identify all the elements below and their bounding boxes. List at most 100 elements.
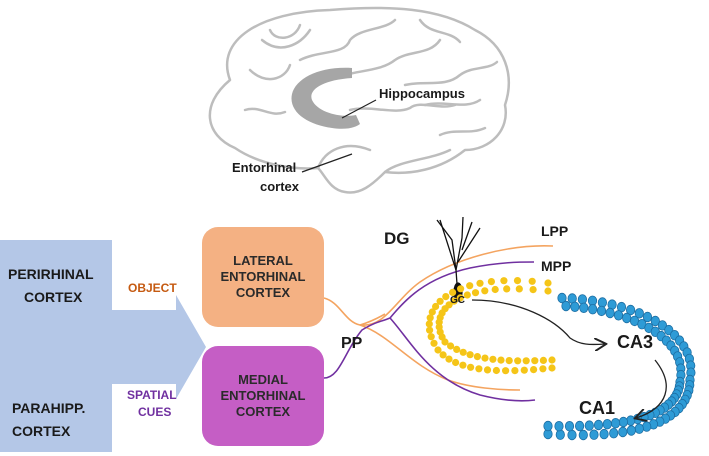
pyramidal-cell-dot <box>554 421 564 432</box>
pyramidal-cell-dot <box>618 426 628 438</box>
pyramidal-cell-dot <box>599 428 609 440</box>
granule-cell-dot <box>544 287 552 295</box>
pyramidal-cell-dot <box>610 418 621 429</box>
granule-cell-dot <box>459 361 467 369</box>
granule-cell-dot <box>426 314 434 322</box>
pyramidal-cell-dot <box>577 294 588 305</box>
lateral-box-line2: ENTORHINAL <box>220 268 306 284</box>
pyramidal-cell-dot <box>650 315 660 327</box>
brain-outline <box>208 6 510 194</box>
perirhinal-label-line2: CORTEX <box>24 289 83 305</box>
pyramidal-cell-dot <box>618 416 629 428</box>
spatial-label-line2: CUES <box>138 405 172 419</box>
hippocampus-shape <box>291 67 360 129</box>
hippocampus-label: Hippocampus <box>379 86 465 101</box>
pyramidal-cell-dot <box>602 419 612 430</box>
pyramidal-cell-dot <box>555 429 565 440</box>
granule-cell-dot <box>489 355 497 363</box>
granule-cell-dot <box>453 345 461 353</box>
granule-cell-dot <box>432 302 440 311</box>
granule-cell-dot <box>441 338 449 346</box>
lateral-entorhinal-box: LATERAL ENTORHINAL CORTEX <box>202 227 324 327</box>
medial-box-line3: CORTEX <box>235 404 291 420</box>
pyramidal-cell-dot <box>579 302 589 314</box>
pyramidal-cell-dot <box>657 320 668 331</box>
input-arrow <box>0 240 206 452</box>
granule-cell-dot <box>530 366 538 374</box>
granule-cell-dot <box>502 367 510 375</box>
granule-cell-dot <box>426 326 434 334</box>
granule-cell-dot <box>459 348 467 356</box>
pyramidal-cell-dot <box>605 307 615 319</box>
granule-cell-dot <box>520 366 528 374</box>
pyramidal-cell-dot <box>642 311 653 323</box>
granule-cell-dot <box>430 339 438 347</box>
granule-cell-dot <box>447 342 455 350</box>
granule-cell-dot <box>434 346 442 354</box>
granule-cell-dot <box>505 357 513 365</box>
granule-cell-dot <box>529 286 537 294</box>
granule-cell-dot <box>511 367 519 375</box>
pyramidal-cell-dot <box>634 423 644 434</box>
dentate-granule-layer <box>425 277 556 375</box>
granule-cell-dot <box>497 356 505 364</box>
granule-cell-dot <box>473 353 481 361</box>
object-label: OBJECT <box>128 281 177 295</box>
granule-cell-dot <box>466 351 474 359</box>
pyramidal-cell-dot <box>543 420 553 432</box>
granule-cell-dot <box>487 278 495 286</box>
pyramidal-cell-dot <box>588 304 598 315</box>
granule-cell-dot <box>515 285 523 293</box>
mpp-pathway <box>323 261 536 402</box>
granule-cell-dot <box>481 354 489 362</box>
pyramidal-cell-dot <box>589 429 599 440</box>
granule-cell-dot <box>463 291 471 299</box>
granule-cell-dot <box>450 297 458 305</box>
granule-cell-dot <box>471 289 480 297</box>
granule-cell-dot <box>452 358 460 367</box>
granule-cell-dot <box>548 364 556 372</box>
granule-cell-dot <box>548 356 556 364</box>
pyramidal-cell-dot <box>567 429 577 441</box>
granule-cell-dot <box>500 277 508 285</box>
granule-cell-dot <box>445 355 453 363</box>
pyramidal-cell-dot <box>593 419 604 431</box>
gc-label: GC <box>450 295 465 306</box>
granule-cell-dot <box>503 285 511 293</box>
pyramidal-cell-dot <box>578 429 588 441</box>
pp-label: PP <box>341 335 363 352</box>
granule-cell-dot <box>539 356 548 364</box>
granule-cell-dot <box>528 277 536 285</box>
parahipp-label-line1: PARAHIPP. <box>12 400 86 416</box>
pyramidal-cell-dot <box>625 304 636 316</box>
pyramidal-cell-dot <box>634 308 644 319</box>
medial-box-line2: ENTORHINAL <box>220 387 306 403</box>
granule-cell-dot <box>475 365 483 373</box>
granule-cell-dot <box>425 320 433 328</box>
granule-cell-dot <box>514 357 522 365</box>
granule-cell-dot <box>449 288 457 296</box>
hippocampus-pointer <box>341 99 377 119</box>
ca-pyramidal-layer <box>543 292 696 441</box>
pyramidal-cell-dot <box>613 310 624 321</box>
granule-cell-dot <box>492 366 500 375</box>
medial-entorhinal-box: MEDIAL ENTORHINAL CORTEX <box>202 346 324 446</box>
granule-cell-dot <box>481 287 489 295</box>
entorhinal-label-line1: Entorhinal <box>232 160 297 175</box>
pyramidal-cell-dot <box>557 292 567 304</box>
ca3-label: CA3 <box>617 332 654 352</box>
lateral-box-line3: CORTEX <box>235 285 291 301</box>
granule-cell-dot <box>456 294 464 302</box>
granule-cell-dot <box>457 285 465 293</box>
granule-cell-dot <box>442 293 450 301</box>
pyramidal-cell-dot <box>626 425 636 436</box>
granule-cell-dot <box>427 333 435 341</box>
entorhinal-label-line2: cortex <box>260 179 300 194</box>
pyramidal-cell-dot <box>609 428 619 439</box>
pyramidal-cell-dot <box>564 421 575 432</box>
spatial-label-line1: SPATIAL <box>127 388 177 402</box>
pyramidal-cell-dot <box>584 420 594 431</box>
granule-cell-dot <box>483 366 492 374</box>
ca3-to-ca1-arrow <box>636 359 667 418</box>
